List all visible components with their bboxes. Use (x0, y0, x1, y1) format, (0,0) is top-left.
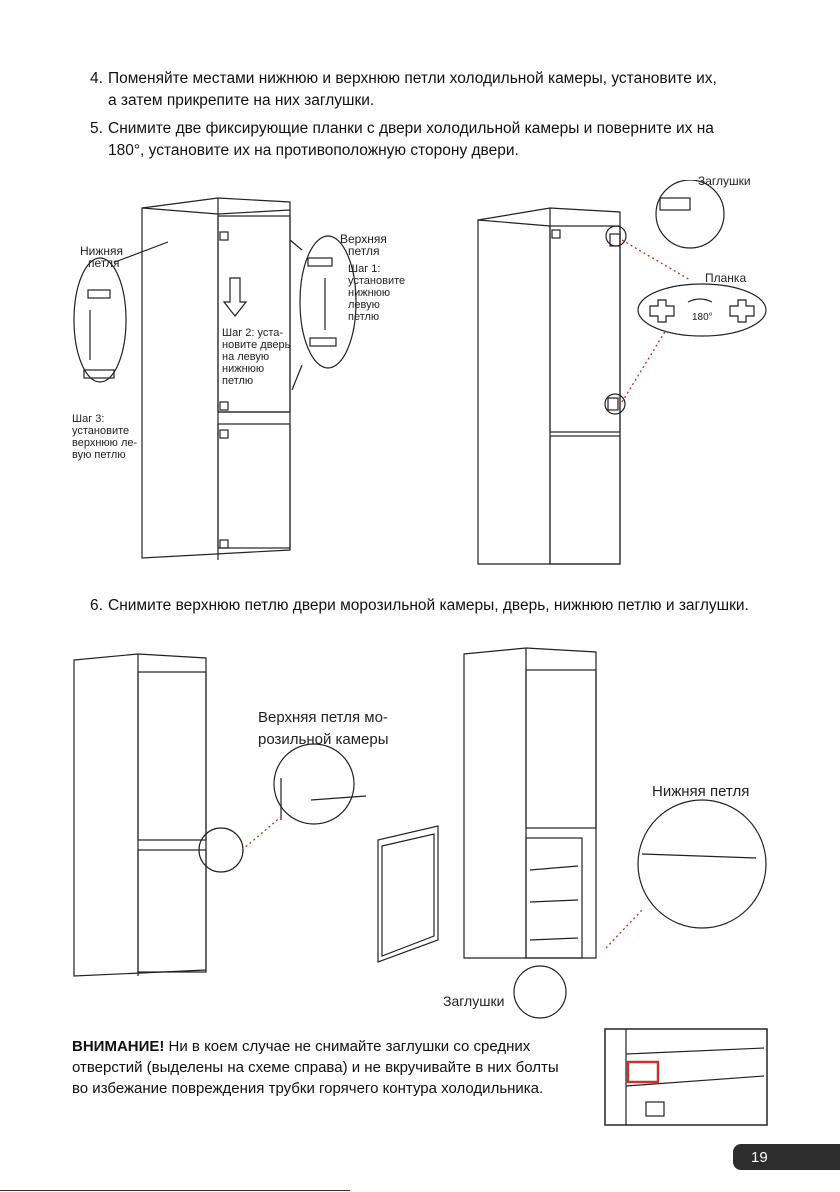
label-line: на левую (222, 351, 270, 363)
label-line: Нижняя (80, 244, 124, 258)
label-line: Верхняя (340, 232, 387, 246)
lower-hinge-label: Нижняя петля (80, 245, 123, 269)
step-5: 5. Снимите две фиксирующие планки с двери… (90, 118, 770, 162)
label-line: нижнюю (348, 287, 391, 299)
step-text-cont: а затем прикрепите на них заглушки. (108, 92, 375, 109)
upper-hinge-label: Верхняя петля (340, 233, 387, 257)
step1-label: Шаг 1: установите нижнюю левую петлю (348, 263, 405, 323)
label-line: Шаг 2: уста- (222, 327, 284, 339)
plank-label: Планка (705, 271, 747, 285)
step-text: Снимите две фиксирующие планки с двери х… (108, 120, 714, 137)
label-line: петля (88, 256, 120, 270)
step-text-cont: 180°, установите их на противоположную с… (108, 142, 519, 159)
label-line: Верхняя петля мо- (258, 709, 388, 726)
footer-line (0, 1190, 350, 1191)
label-line: вую петлю (72, 449, 126, 461)
label-line: установите (72, 425, 130, 437)
warning-title: ВНИМАНИЕ! (72, 1038, 165, 1055)
plugs-label-bottom: Заглушки (443, 993, 505, 1009)
upper-hinge-freezer-label: Верхняя петля мо- розильной камеры (258, 707, 389, 751)
warning-line: Ни в коем случае не снимайте заглушки со… (164, 1038, 531, 1055)
label-line: нижнюю (222, 363, 265, 375)
step-text: Снимите верхнюю петлю двери морозильной … (108, 597, 749, 614)
step-number: 4. (90, 70, 103, 87)
label-line: левую (348, 299, 380, 311)
figure-hinge-swap (73, 197, 357, 560)
warning-diagram (604, 1028, 768, 1126)
page-number: 19 (733, 1144, 840, 1170)
figure-freezer-door (73, 647, 767, 1019)
label-line: установите (348, 275, 406, 287)
warning-text: ВНИМАНИЕ! Ни в коем случае не снимайте з… (72, 1036, 604, 1099)
step-number: 6. (90, 597, 103, 614)
label-line: розильной камеры (258, 731, 389, 748)
label-line: новите дверь (222, 339, 291, 351)
label-line: Шаг 3: (72, 413, 105, 425)
warning-line: во избежание повреждения трубки горячего… (72, 1080, 544, 1097)
label-line: верхнюю ле- (72, 437, 138, 449)
step3-label: Шаг 3: установите верхнюю ле- вую петлю (72, 413, 137, 461)
lower-hinge-label: Нижняя петля (652, 783, 750, 800)
figure-plank-rotate (477, 180, 767, 565)
label-line: петлю (222, 375, 254, 387)
step-6: 6. Снимите верхнюю петлю двери морозильно… (90, 595, 770, 617)
step-number: 5. (90, 120, 103, 137)
plugs-label-top: Заглушки (698, 174, 751, 188)
warning-line: отверстий (выделены на схеме справа) и н… (72, 1059, 559, 1076)
label-line: петля (348, 244, 380, 258)
step-4: 4. Поменяйте местами нижнюю и верхнюю пет… (90, 68, 770, 112)
step2-label: Шаг 2: уста- новите дверь на левую нижню… (222, 327, 290, 387)
step-text: Поменяйте местами нижнюю и верхнюю петли… (108, 70, 717, 87)
label-line: Шаг 1: (348, 263, 381, 275)
label-line: петлю (348, 311, 380, 323)
angle-label: 180° (692, 312, 713, 323)
page-number-text: 19 (751, 1148, 768, 1166)
